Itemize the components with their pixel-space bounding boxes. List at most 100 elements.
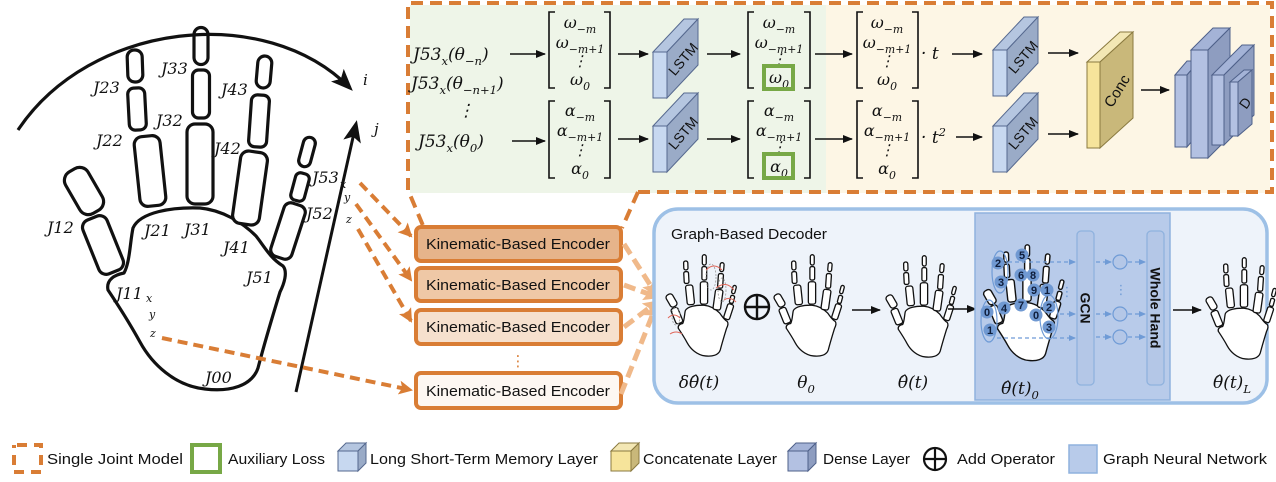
lstm-velocity-output-vector: ω−m ω−m+1 ⋮ ω0 bbox=[747, 11, 811, 91]
encoder-label: Kinematic-Based Encoder bbox=[426, 236, 610, 253]
bracket-right bbox=[912, 100, 919, 179]
rotation-arc bbox=[715, 284, 735, 291]
delta-pose-hand: δθ̂(t) bbox=[664, 254, 737, 393]
math-text: α bbox=[756, 121, 767, 140]
node-group-ring bbox=[991, 250, 1009, 294]
whole-hand-label: Whole Hand bbox=[1148, 268, 1164, 349]
subscript-text: 0 bbox=[782, 78, 789, 91]
joint-to-encoder-arrow bbox=[358, 181, 413, 238]
subscript-text: −m bbox=[776, 23, 795, 36]
final-pose-hand: θ̂(t)L bbox=[1204, 257, 1276, 396]
rotation-arc bbox=[667, 314, 681, 319]
legend-label: Long Short-Term Memory Layer bbox=[370, 451, 598, 468]
encoder-to-decoder-arrow bbox=[622, 300, 660, 329]
vector-entry: ω−m+1 bbox=[863, 33, 912, 56]
math-text: (θ bbox=[448, 45, 465, 65]
graph-node: 2 bbox=[1042, 300, 1056, 314]
subscript-text: −m+1 bbox=[569, 43, 604, 56]
math-text: θ̂(t) bbox=[1001, 379, 1031, 399]
graph-node-label: 6 bbox=[1018, 270, 1024, 282]
whole-hand-layer bbox=[1146, 230, 1165, 386]
hand-skeleton-model: i j J23 J33 J43 J22 J32 J42 J53 J52 J12 … bbox=[16, 27, 379, 393]
j11-axis-y: y bbox=[148, 308, 156, 321]
vector-ellipsis: ⋮ bbox=[772, 50, 787, 68]
predicted-pose-hand: θ̂(t) bbox=[884, 255, 957, 393]
kinematic-encoder: Kinematic-Based Encoder bbox=[414, 266, 623, 303]
graph-neural-network: 2 3 0 1 4 5 6 7 8 9 0 1 2 3 ⋮ GCN bbox=[974, 212, 1171, 402]
math-text: ) bbox=[476, 132, 484, 152]
subscript-text: −m bbox=[577, 23, 596, 36]
joint-to-encoder-arrow bbox=[161, 336, 413, 395]
math-text: · bbox=[921, 128, 932, 148]
bracket-left bbox=[548, 11, 555, 89]
rotation-arc bbox=[705, 265, 723, 271]
joint-label: J32 bbox=[153, 111, 183, 130]
math-text: ) bbox=[481, 45, 489, 65]
graph-node-label: 8 bbox=[1030, 270, 1036, 282]
dense-front-face bbox=[1211, 74, 1225, 146]
subscript-text: 0 bbox=[890, 80, 897, 93]
math-text: ⋮ bbox=[772, 50, 787, 68]
delta-pose-label: δθ̂(t) bbox=[679, 373, 720, 393]
subscript-text: −m+1 bbox=[568, 131, 603, 144]
joint-label-j53: J53 bbox=[309, 168, 339, 187]
graph-node-label: 0 bbox=[984, 307, 990, 319]
dense-front-face bbox=[1229, 81, 1239, 137]
hidden-node-ellipsis: ⋮ bbox=[1115, 282, 1128, 297]
joint-label: J52 bbox=[303, 204, 333, 223]
gcn-label: GCN bbox=[1078, 292, 1094, 323]
math-text: α bbox=[764, 101, 775, 120]
gnn-square-icon bbox=[1068, 444, 1098, 474]
vector-entry: ω0 bbox=[570, 70, 590, 93]
vector-ellipsis: ⋮ bbox=[573, 141, 588, 159]
graph-node-label: 2 bbox=[995, 258, 1001, 270]
math-text: α bbox=[878, 159, 889, 178]
math-text: ω bbox=[556, 33, 569, 52]
time-multiplier-t: · t bbox=[921, 44, 939, 64]
gnn-ellipsis: ⋮ bbox=[1061, 284, 1074, 299]
vector-ellipsis: ⋮ bbox=[880, 52, 895, 70]
j53-axis-x: x bbox=[340, 178, 347, 191]
vector-entry: ω−m bbox=[564, 13, 596, 36]
math-text: α bbox=[864, 121, 875, 140]
final-pose-label: θ̂(t)L bbox=[1213, 373, 1251, 396]
math-text: J53 bbox=[415, 132, 446, 152]
legend-label: Concatenate Layer bbox=[643, 451, 777, 468]
vector-entry: α−m bbox=[565, 101, 595, 124]
vector-entry: α−m bbox=[872, 101, 902, 124]
math-text: ω bbox=[755, 33, 768, 52]
subscript-text: 0 bbox=[781, 167, 788, 180]
vector-entry: ω0 bbox=[877, 70, 897, 93]
initial-pose-hand: θ0 bbox=[772, 254, 845, 396]
graph-node: 2 bbox=[991, 256, 1005, 270]
graph-node: 0 bbox=[980, 305, 994, 319]
node-group-ring bbox=[980, 299, 998, 343]
encoder-label: Kinematic-Based Encoder bbox=[426, 319, 610, 336]
encoder-to-decoder-arrow bbox=[618, 303, 659, 395]
math-text: ω bbox=[877, 70, 890, 89]
graph-node-label: 0 bbox=[1033, 310, 1039, 322]
bracket-left bbox=[548, 100, 555, 179]
legend-label: Auxiliary Loss bbox=[228, 451, 325, 468]
encoder-ellipsis: ⋮ bbox=[511, 353, 526, 370]
math-text: α bbox=[565, 101, 576, 120]
vector-entry: α−m bbox=[764, 101, 794, 124]
time-multiplier-t-squared: · t2 bbox=[921, 125, 946, 148]
math-text: ) bbox=[496, 74, 504, 94]
bracket-left bbox=[747, 100, 754, 179]
math-text: ⋮ bbox=[880, 52, 895, 70]
bracket-left bbox=[856, 100, 863, 179]
j11-axis-z: z bbox=[149, 327, 156, 340]
joint-label: J22 bbox=[93, 131, 123, 150]
subscript-text: −m+1 bbox=[876, 43, 911, 56]
kinematic-encoder: Kinematic-Based Encoder bbox=[414, 371, 623, 410]
math-text: δθ̂(t) bbox=[679, 373, 720, 393]
vector-entry: α0 bbox=[878, 159, 896, 182]
math-text: ⋮ bbox=[573, 52, 588, 70]
bracket-right bbox=[604, 100, 611, 179]
lstm-acceleration-output-vector: α−m α−m+1 ⋮ α0 bbox=[747, 100, 811, 180]
legend-item-concatenate-layer: Concatenate Layer bbox=[609, 441, 777, 473]
concat-cube-icon bbox=[609, 441, 641, 473]
input-angle-second: J53x(θ−n+1) bbox=[408, 74, 504, 97]
